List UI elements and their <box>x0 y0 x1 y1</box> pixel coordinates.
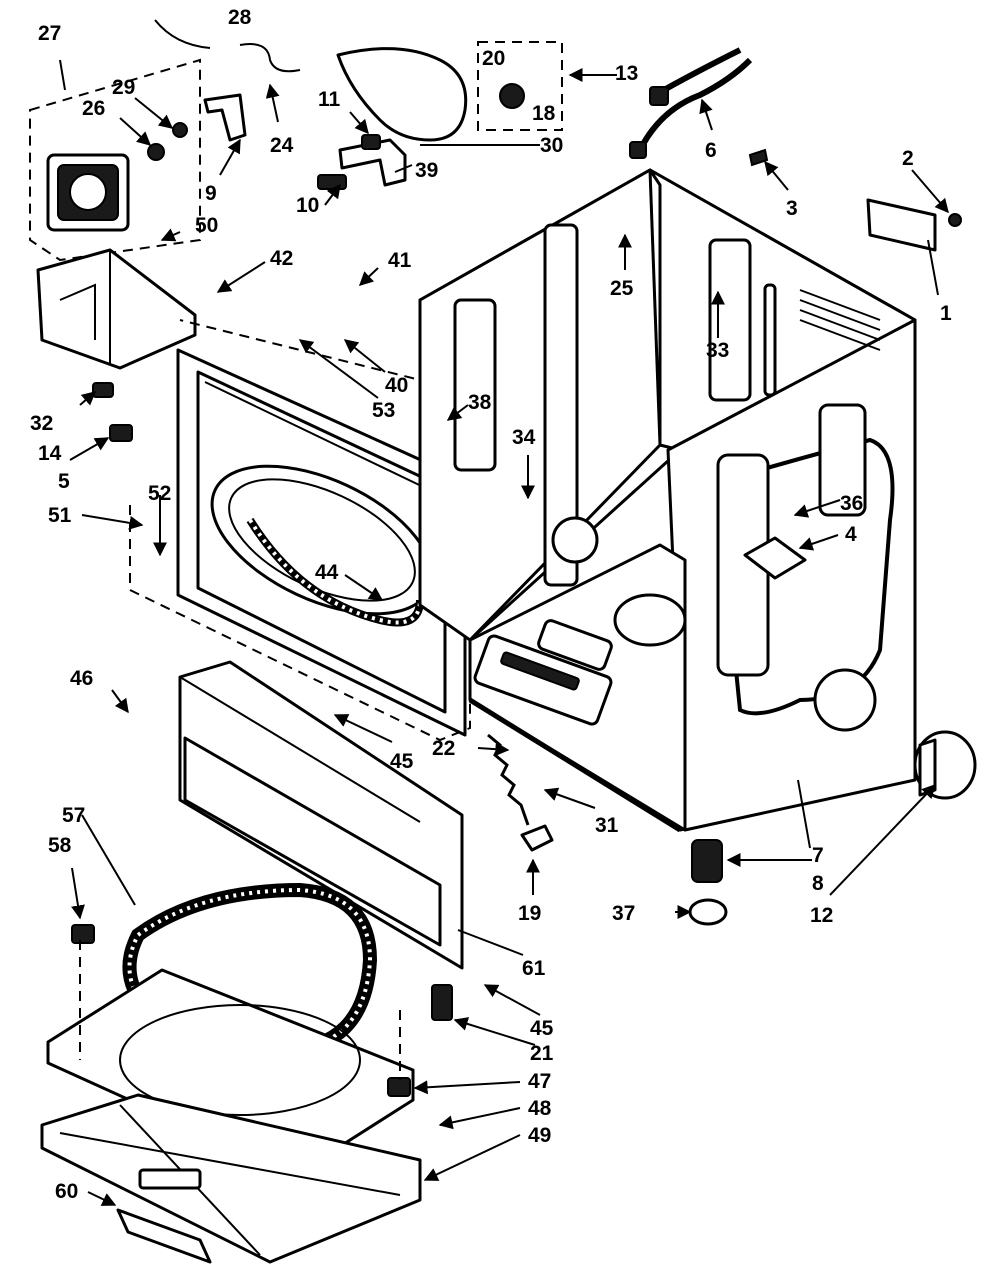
cabinet-body <box>418 168 917 833</box>
callout-49: 49 <box>528 1124 551 1147</box>
callout-19: 19 <box>518 902 541 925</box>
callout-30: 30 <box>540 134 563 157</box>
callout-7: 7 <box>812 844 824 867</box>
callout-38: 38 <box>468 391 492 414</box>
callout-51: 51 <box>48 504 72 527</box>
callout-22: 22 <box>432 737 455 760</box>
callout-24: 24 <box>270 134 294 157</box>
callout-5: 5 <box>58 470 70 493</box>
callout-8: 8 <box>812 872 824 895</box>
leader-lines <box>59 59 949 1206</box>
wire-harness-28 <box>154 19 211 49</box>
callout-39: 39 <box>415 159 438 182</box>
callout-34: 34 <box>512 426 536 449</box>
callout-9: 9 <box>205 182 217 205</box>
callout-10: 10 <box>296 194 319 217</box>
callout-2: 2 <box>902 147 914 170</box>
bracket-39 <box>338 138 407 187</box>
leveling-leg-8 <box>691 839 723 883</box>
callout-60: 60 <box>55 1180 78 1203</box>
callout-52: 52 <box>148 482 171 505</box>
callout-45: 45 <box>390 750 414 773</box>
callout-12: 12 <box>810 904 833 927</box>
callout-6: 6 <box>705 139 717 162</box>
callout-13: 13 <box>615 62 638 85</box>
callout-40: 40 <box>385 374 408 397</box>
callout-27: 27 <box>38 22 61 45</box>
callout-20: 20 <box>482 47 505 70</box>
callout-14: 14 <box>38 442 62 465</box>
blower-motor-assembly <box>29 58 247 262</box>
callout-50: 50 <box>195 214 218 237</box>
outer-door-49 <box>40 1093 422 1264</box>
callout-3: 3 <box>786 197 798 220</box>
callout-29: 29 <box>112 76 135 99</box>
callout-28: 28 <box>228 6 252 29</box>
callout-36: 36 <box>840 492 863 515</box>
callout-11: 11 <box>318 88 341 111</box>
callout-41: 41 <box>388 249 412 272</box>
lint-duct-seal-30 <box>336 47 468 142</box>
inner-door-panel <box>46 968 415 1177</box>
callout-48: 48 <box>528 1097 552 1120</box>
callout-1: 1 <box>940 302 952 325</box>
callout-32: 32 <box>30 412 53 435</box>
strike-58 <box>71 924 95 944</box>
callout-labels: 27 28 29 26 24 9 11 30 13 20 18 39 10 6 … <box>30 6 952 1203</box>
callout-31: 31 <box>595 814 619 837</box>
callout-61: 61 <box>522 957 546 980</box>
callout-37: 37 <box>612 902 635 925</box>
callout-53: 53 <box>372 399 395 422</box>
foot-37 <box>688 898 728 926</box>
callout-25: 25 <box>610 277 634 300</box>
callout-4: 4 <box>845 523 857 546</box>
door-handle-60 <box>116 1208 212 1264</box>
callout-45b: 45 <box>530 1017 554 1040</box>
callout-42: 42 <box>270 247 293 270</box>
bracket-19 <box>520 824 554 852</box>
hinge-47 <box>387 1077 411 1097</box>
callout-18: 18 <box>532 102 556 125</box>
wire-harness-24 <box>239 43 301 73</box>
callout-47: 47 <box>528 1070 551 1093</box>
callout-21: 21 <box>530 1042 554 1065</box>
callout-44: 44 <box>315 561 339 584</box>
callout-33: 33 <box>706 339 729 362</box>
callout-58: 58 <box>48 834 72 857</box>
callout-46: 46 <box>70 667 93 690</box>
hinge-21 <box>431 984 453 1021</box>
bracket-1 <box>866 198 937 252</box>
cover-plate-4 <box>743 536 807 580</box>
callout-26: 26 <box>82 97 105 120</box>
panel-mount-32 <box>36 248 197 370</box>
thermostat-group-13 <box>477 41 563 131</box>
callout-57: 57 <box>62 804 85 827</box>
